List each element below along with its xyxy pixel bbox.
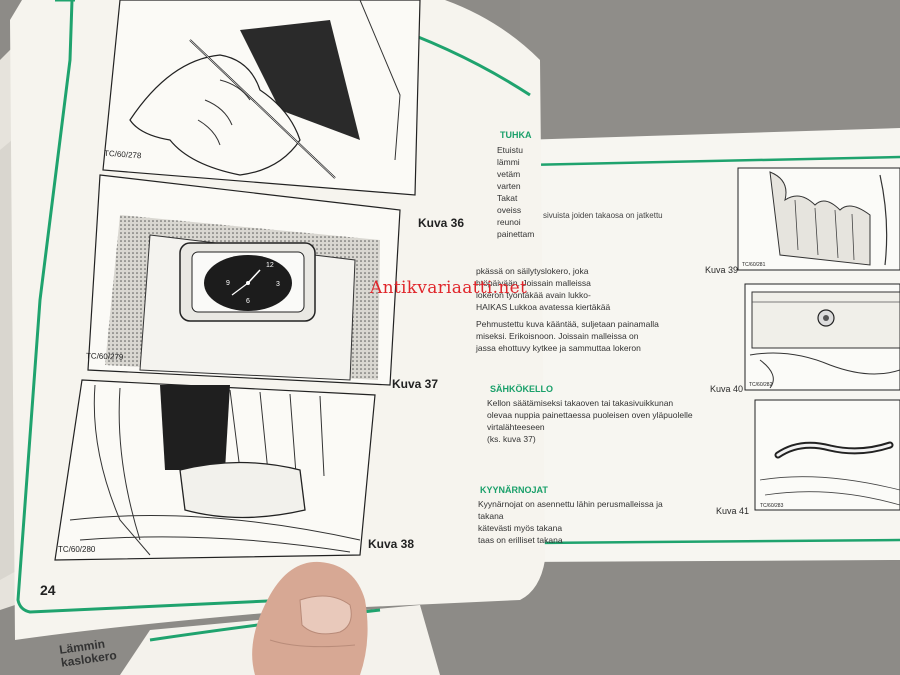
figure-37-caption: Kuva 37 [392, 377, 439, 391]
left-page [10, 0, 545, 640]
figure-39-caption: Kuva 39 [705, 265, 739, 275]
figure-39-ref: TC/60/281 [742, 262, 766, 268]
fragment-6: oveiss [497, 205, 522, 215]
figure-40-ref: TC/60/282 [749, 382, 773, 388]
section-clock-text: Kellon säätämiseksi takaoven tai takasiv… [487, 398, 693, 444]
page-number: 24 [40, 582, 56, 598]
figure-37-drawing [87, 174, 401, 386]
clock-numeral-12: 12 [266, 262, 274, 269]
thumb [252, 561, 368, 675]
figure-38-caption: Kuva 38 [368, 537, 415, 551]
fragment-heading: TUHKA [500, 130, 532, 140]
watermark: Antikvariaatti.net [370, 278, 528, 298]
figure-40-caption: Kuva 40 [710, 384, 744, 394]
fragment-8: painettam [497, 229, 535, 239]
section-storage-text: pkässä on säilytyslokero, joka htöpäivää… [476, 266, 611, 312]
section-armrest-text: Kyynärnojat on asennettu lähin perusmall… [478, 499, 663, 545]
figure-37-ref: TC/60/279 [85, 351, 124, 362]
clock-numeral-9: 9 [226, 280, 230, 287]
figure-36-caption: Kuva 36 [418, 216, 465, 230]
fragment-7: reunoi [497, 217, 521, 227]
section-armrest-heading: KYYNÄRNOJAT [480, 485, 548, 495]
right-page [520, 128, 900, 562]
figure-38-ref: TC/60/280 [58, 545, 96, 554]
figure-41-caption: Kuva 41 [716, 506, 750, 516]
section-padded-text: Pehmustettu kuva kääntää, suljetaan pain… [476, 319, 659, 353]
fragment-5: Takat [497, 193, 518, 203]
fragment-3: vetäm [497, 169, 521, 179]
section-clock-heading: SÄHKÖKELLO [490, 384, 553, 394]
fragment-4: varten [497, 181, 521, 191]
figure-39-drawing [737, 167, 900, 271]
right-partial-text: sivuista joiden takaosa on jatkettu [543, 211, 663, 220]
fragment-1: Etuistu [497, 145, 523, 155]
figure-40-drawing [744, 283, 900, 391]
clock-numeral-3: 3 [276, 281, 280, 288]
figure-36-drawing [102, 0, 421, 196]
figure-41-ref: TC/60/283 [760, 503, 784, 509]
figure-38-drawing [54, 379, 376, 561]
clock-numeral-6: 6 [246, 298, 250, 305]
fragment-2: lämmi [497, 157, 520, 167]
figure-41-drawing [754, 399, 900, 511]
